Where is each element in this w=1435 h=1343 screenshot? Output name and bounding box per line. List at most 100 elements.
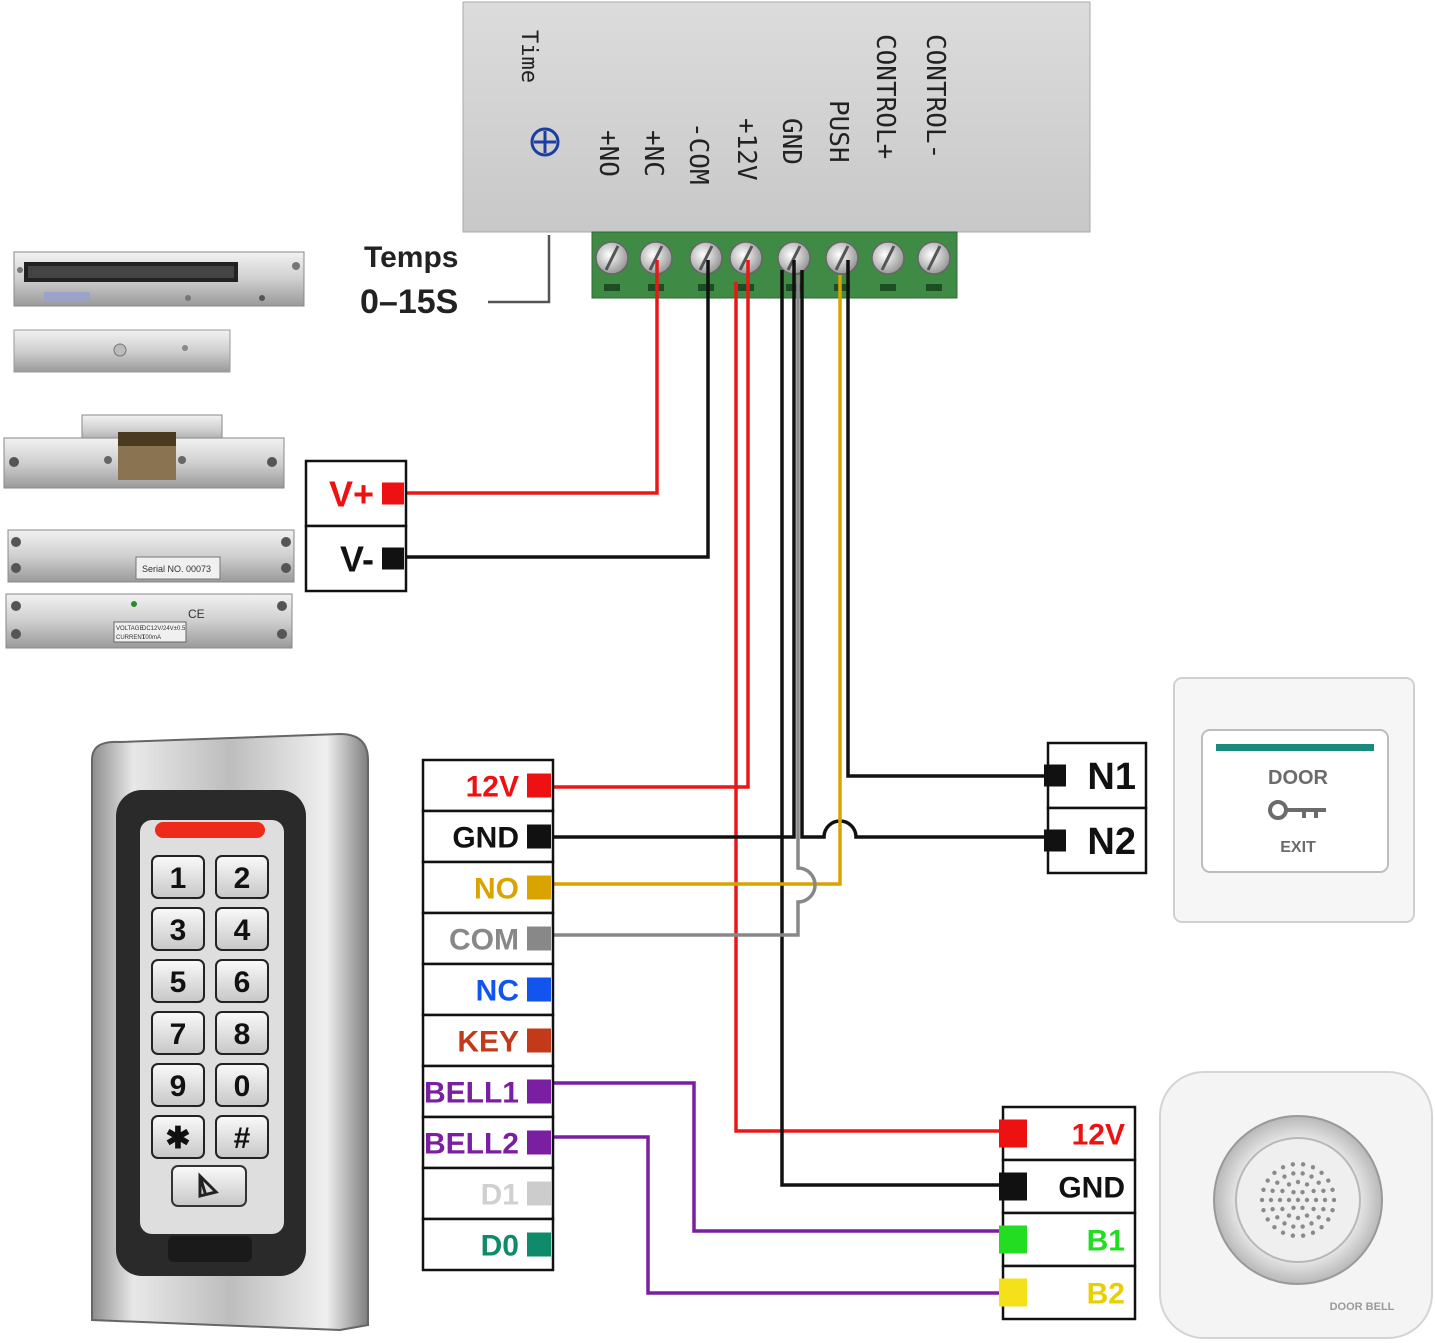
magnetic-armature-image (13, 329, 231, 373)
electric-strike-image (3, 414, 285, 489)
keypad-key[interactable]: 6 (215, 959, 269, 1003)
terminal-cell: D0 (421, 1217, 555, 1272)
grille-hole (1326, 1178, 1331, 1183)
strike-voltage-value: DC12V/24V±0.5 (142, 626, 186, 632)
terminal-color-square (527, 824, 551, 849)
grille-hole (1291, 1205, 1296, 1210)
terminal-color-square (1044, 764, 1066, 787)
terminal-label: NC (476, 974, 519, 1007)
keypad-key-label: 9 (170, 1070, 187, 1103)
terminal-color-square (527, 1079, 551, 1104)
keypad-key[interactable]: ✱ (151, 1115, 205, 1159)
keypad-key-label: 0 (234, 1070, 251, 1103)
grille-hole (1295, 1215, 1301, 1221)
keypad-key[interactable]: 0 (215, 1063, 269, 1107)
keypad-key[interactable]: 9 (151, 1063, 205, 1107)
terminal-cell: COM (421, 911, 555, 966)
exit-button-image: DOOR EXIT (1173, 677, 1415, 923)
psu-screws (595, 241, 951, 291)
terminal-screw-icon (595, 241, 629, 291)
terminal-label: V+ (329, 473, 374, 514)
grille-hole (1295, 1179, 1301, 1185)
terminal-color-square (527, 875, 551, 900)
speaker-grille (1259, 1162, 1337, 1238)
terminal-cell: 12V (999, 1105, 1137, 1162)
keypad-led-bar (155, 822, 265, 838)
terminal-label: B2 (1087, 1277, 1125, 1310)
grille-hole (1330, 1207, 1335, 1213)
terminal-screw-icon (689, 241, 723, 291)
terminal-label: D0 (481, 1229, 519, 1262)
terminal-label: N2 (1087, 821, 1136, 863)
grille-hole (1291, 1224, 1296, 1229)
grille-hole (1275, 1215, 1280, 1220)
psu-label-com: -COM (683, 122, 713, 185)
grille-hole (1282, 1174, 1287, 1179)
terminal-color-square (527, 773, 551, 798)
keypad-key[interactable]: 7 (151, 1011, 205, 1055)
grille-hole (1300, 1190, 1305, 1195)
terminal-cell: NO (421, 860, 555, 915)
terminal-color-square (999, 1172, 1027, 1201)
grille-hole (1309, 1221, 1314, 1226)
keypad-key[interactable]: 3 (151, 907, 205, 951)
terminal-cell: BELL2 (421, 1115, 555, 1170)
grille-hole (1321, 1188, 1326, 1193)
terminal-color-square (382, 482, 404, 505)
time-knob-icon[interactable] (530, 118, 592, 185)
grille-hole (1275, 1180, 1280, 1185)
grille-hole (1272, 1225, 1277, 1230)
grille-hole (1300, 1171, 1305, 1176)
grille-hole (1277, 1197, 1283, 1203)
grille-hole (1316, 1215, 1321, 1220)
keypad-key[interactable]: 2 (215, 855, 269, 899)
grille-hole (1261, 1187, 1266, 1193)
grille-hole (1304, 1182, 1310, 1187)
terminal-cell: N2 (1044, 806, 1148, 875)
keypad-key[interactable]: 8 (215, 1011, 269, 1055)
terminal-label: GND (1058, 1171, 1125, 1204)
wire-keypad-com (550, 275, 817, 937)
keypad-key-label: ✱ (165, 1122, 190, 1155)
psu-label-push: PUSH (823, 100, 853, 163)
keypad-key-label: 7 (170, 1018, 187, 1051)
grille-hole (1280, 1188, 1285, 1194)
terminal-label: 12V (466, 770, 519, 803)
grille-hole (1286, 1182, 1292, 1187)
keypad-key[interactable]: 1 (151, 855, 205, 899)
power-supply: +NO +NC -COM +12V GND PUSH CONTROL+ CONT… (462, 1, 1091, 299)
terminal-color-square (527, 977, 551, 1002)
grille-hole (1309, 1174, 1314, 1179)
keypad-key[interactable]: # (215, 1115, 269, 1159)
terminal-label: D1 (481, 1178, 519, 1211)
exit-line2: EXIT (1280, 839, 1316, 856)
terminal-screw-icon (729, 241, 763, 291)
wire-lock-vminus (400, 260, 710, 559)
grille-hole (1304, 1197, 1310, 1203)
wire-keypad-no (550, 275, 842, 886)
grille-hole (1300, 1162, 1306, 1167)
grille-hole (1304, 1213, 1310, 1218)
grille-hole (1326, 1217, 1331, 1222)
strike-serial: Serial NO. 00073 (142, 564, 211, 574)
keypad-key[interactable]: 4 (215, 907, 269, 951)
grille-hole (1261, 1207, 1266, 1213)
grille-hole (1290, 1162, 1296, 1167)
terminal-screw-icon (917, 241, 951, 291)
terminal-color-square (527, 1130, 551, 1155)
grille-hole (1319, 1225, 1324, 1230)
terminal-label: NO (474, 872, 519, 905)
psu-label-12v: +12V (731, 118, 761, 181)
grille-hole (1265, 1178, 1270, 1183)
delay-range: 0–15S (360, 283, 458, 321)
keypad-key[interactable]: 5 (151, 959, 205, 1003)
grille-hole (1291, 1190, 1296, 1195)
terminal-color-square (999, 1119, 1027, 1148)
grille-hole (1316, 1180, 1321, 1185)
wire-keypad-12v (550, 260, 750, 789)
keypad-key-label: 3 (170, 914, 187, 947)
